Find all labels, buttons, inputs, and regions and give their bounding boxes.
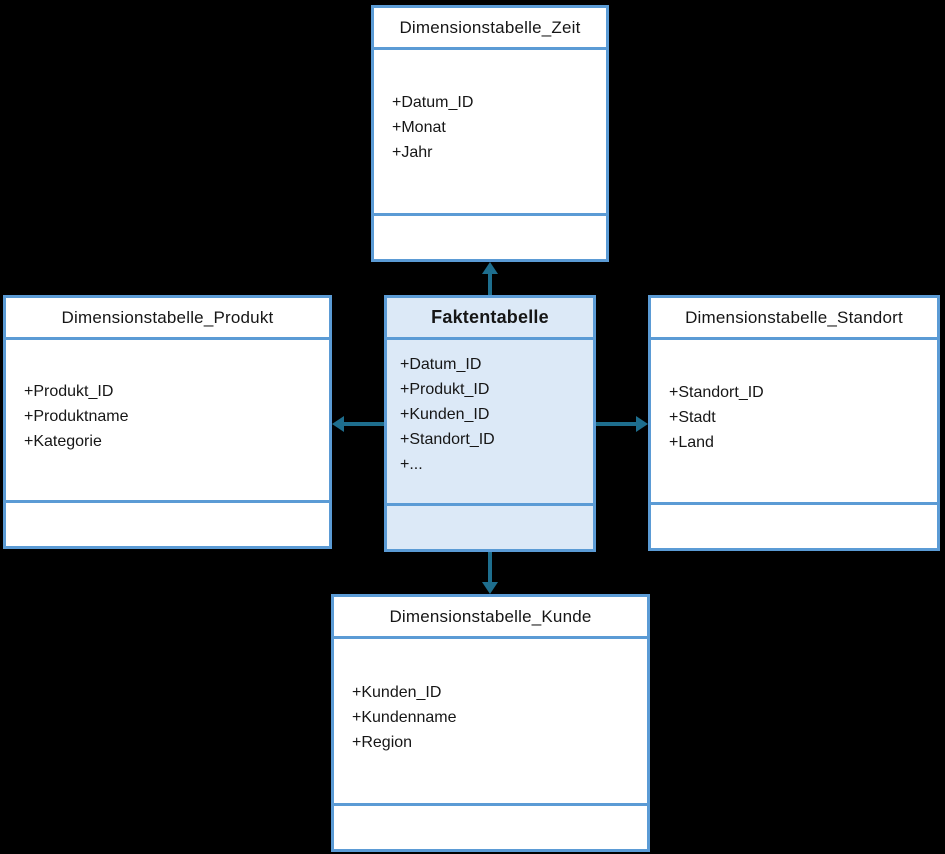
field-line: +Standort_ID (400, 431, 495, 448)
table-fields: +Produkt_ID +Produktname +Kategorie (6, 340, 329, 503)
arrow-fact-to-kunde-icon (481, 552, 499, 594)
table-footer-empty (374, 216, 606, 259)
field-line: +Kunden_ID (400, 406, 490, 423)
field-line: +Kundenname (352, 708, 457, 726)
field-line: +Monat (392, 119, 446, 136)
table-dimension-zeit: Dimensionstabelle_Zeit +Datum_ID +Monat … (371, 5, 609, 262)
table-footer-empty (6, 503, 329, 546)
table-fields: +Standort_ID +Stadt +Land (651, 340, 937, 505)
table-title: Dimensionstabelle_Zeit (374, 8, 606, 50)
field-line: +Produkt_ID (24, 382, 114, 400)
table-fields: +Datum_ID +Produkt_ID +Kunden_ID +Stando… (387, 340, 593, 506)
table-dimension-produkt: Dimensionstabelle_Produkt +Produkt_ID +P… (3, 295, 332, 549)
table-title: Dimensionstabelle_Produkt (6, 298, 329, 340)
table-title: Dimensionstabelle_Kunde (334, 597, 647, 639)
arrowhead-up-icon (482, 262, 498, 274)
arrow-fact-to-standort-icon (596, 415, 648, 433)
table-dimension-standort: Dimensionstabelle_Standort +Standort_ID … (648, 295, 940, 551)
arrow-shaft (488, 272, 492, 295)
arrow-fact-to-produkt-icon (332, 415, 384, 433)
table-title: Faktentabelle (387, 298, 593, 340)
field-line: +Region (352, 733, 413, 751)
table-fields: +Kunden_ID +Kundenname +Region (334, 639, 647, 806)
field-line: +Produkt_ID (400, 381, 490, 398)
field-line: +... (400, 456, 423, 473)
field-line: +Datum_ID (400, 356, 482, 373)
table-dimension-kunde: Dimensionstabelle_Kunde +Kunden_ID +Kund… (331, 594, 650, 852)
field-line: +Datum_ID (392, 94, 474, 111)
table-title: Dimensionstabelle_Standort (651, 298, 937, 340)
field-line: +Kunden_ID (352, 683, 442, 701)
field-line: +Jahr (392, 144, 433, 161)
field-line: +Land (669, 433, 714, 451)
arrowhead-left-icon (332, 416, 344, 432)
arrowhead-right-icon (636, 416, 648, 432)
arrow-fact-to-zeit-icon (481, 262, 499, 295)
arrowhead-down-icon (482, 582, 498, 594)
arrow-shaft (488, 552, 492, 584)
arrow-shaft (596, 422, 638, 426)
field-line: +Standort_ID (669, 383, 764, 401)
table-fact: Faktentabelle +Datum_ID +Produkt_ID +Kun… (384, 295, 596, 552)
field-line: +Produktname (24, 407, 129, 425)
table-footer-empty (387, 506, 593, 549)
table-footer-empty (334, 806, 647, 849)
field-line: +Stadt (669, 408, 716, 426)
table-footer-empty (651, 505, 937, 548)
arrow-shaft (342, 422, 384, 426)
table-fields: +Datum_ID +Monat +Jahr (374, 50, 606, 216)
field-line: +Kategorie (24, 432, 102, 450)
